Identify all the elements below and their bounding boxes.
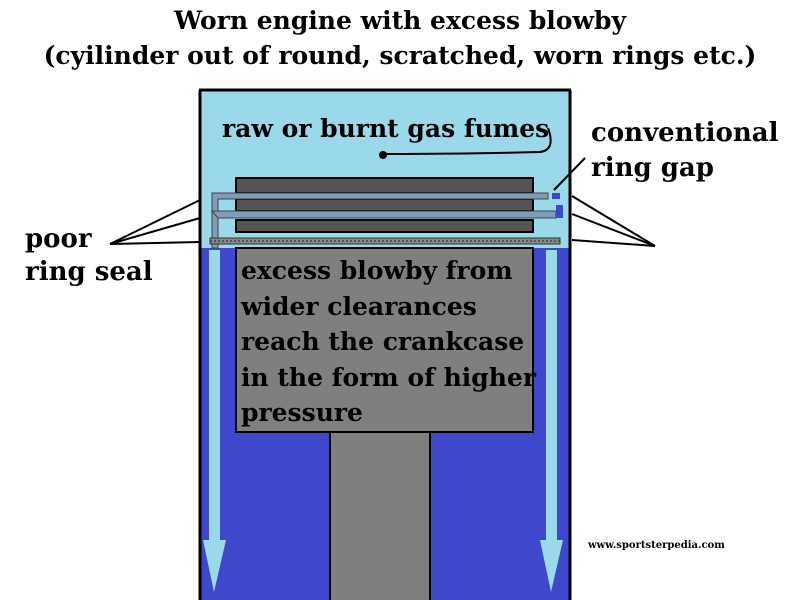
ring-gap-label-line1: conventional [591, 118, 779, 148]
ring-gap-label-line2: ring gap [591, 153, 714, 183]
connecting-rod [329, 431, 431, 600]
piston-text-line: excess blowby from [241, 256, 513, 285]
poor-seal-pointer-right-1 [571, 195, 656, 247]
poor-seal-pointer-right-3 [571, 239, 656, 247]
ring-gap-pointer-line [553, 157, 586, 191]
poor-seal-pointer-left-2 [109, 217, 201, 245]
top-compression-ring [211, 192, 549, 249]
piston-blowby-text: excess blowby from wider clearances reac… [241, 253, 541, 431]
blowby-arrow-left-shaft [209, 250, 220, 540]
ring-gap-mark-top [552, 193, 560, 199]
piston-land-1 [235, 198, 534, 212]
source-credit: www.sportsterpedia.com [588, 540, 725, 551]
fumes-pointer-line [383, 127, 552, 155]
blowby-arrow-right-shaft [546, 250, 557, 540]
poor-seal-label-line1: poor [25, 224, 92, 254]
ring-gap-mark-mid [556, 205, 563, 218]
piston-text-line: in the form of higher [241, 362, 537, 392]
diagram-title-line1: Worn engine with excess blowby [173, 6, 627, 35]
piston-crown [235, 177, 534, 194]
poor-seal-pointer-right-2 [571, 213, 656, 247]
fumes-pointer-dot [379, 151, 387, 159]
poor-seal-label-line2: ring seal [25, 257, 153, 287]
blowby-arrow-left-head [203, 540, 226, 592]
poor-seal-pointer-left-3 [109, 241, 201, 245]
poor-seal-pointer-left-1 [109, 199, 201, 245]
piston-land-2 [235, 219, 534, 233]
piston-text-line: wider clearances [241, 291, 477, 321]
second-compression-ring [210, 210, 557, 219]
piston-skirt [235, 247, 534, 433]
blowby-arrow-right-head [540, 540, 563, 592]
diagram-title-line2: (cyilinder out of round, scratched, worn… [43, 41, 757, 70]
piston-text-line: pressure [241, 398, 363, 427]
piston-text-line: reach the crankcase [241, 327, 525, 356]
fumes-label: raw or burnt gas fumes [222, 114, 550, 143]
